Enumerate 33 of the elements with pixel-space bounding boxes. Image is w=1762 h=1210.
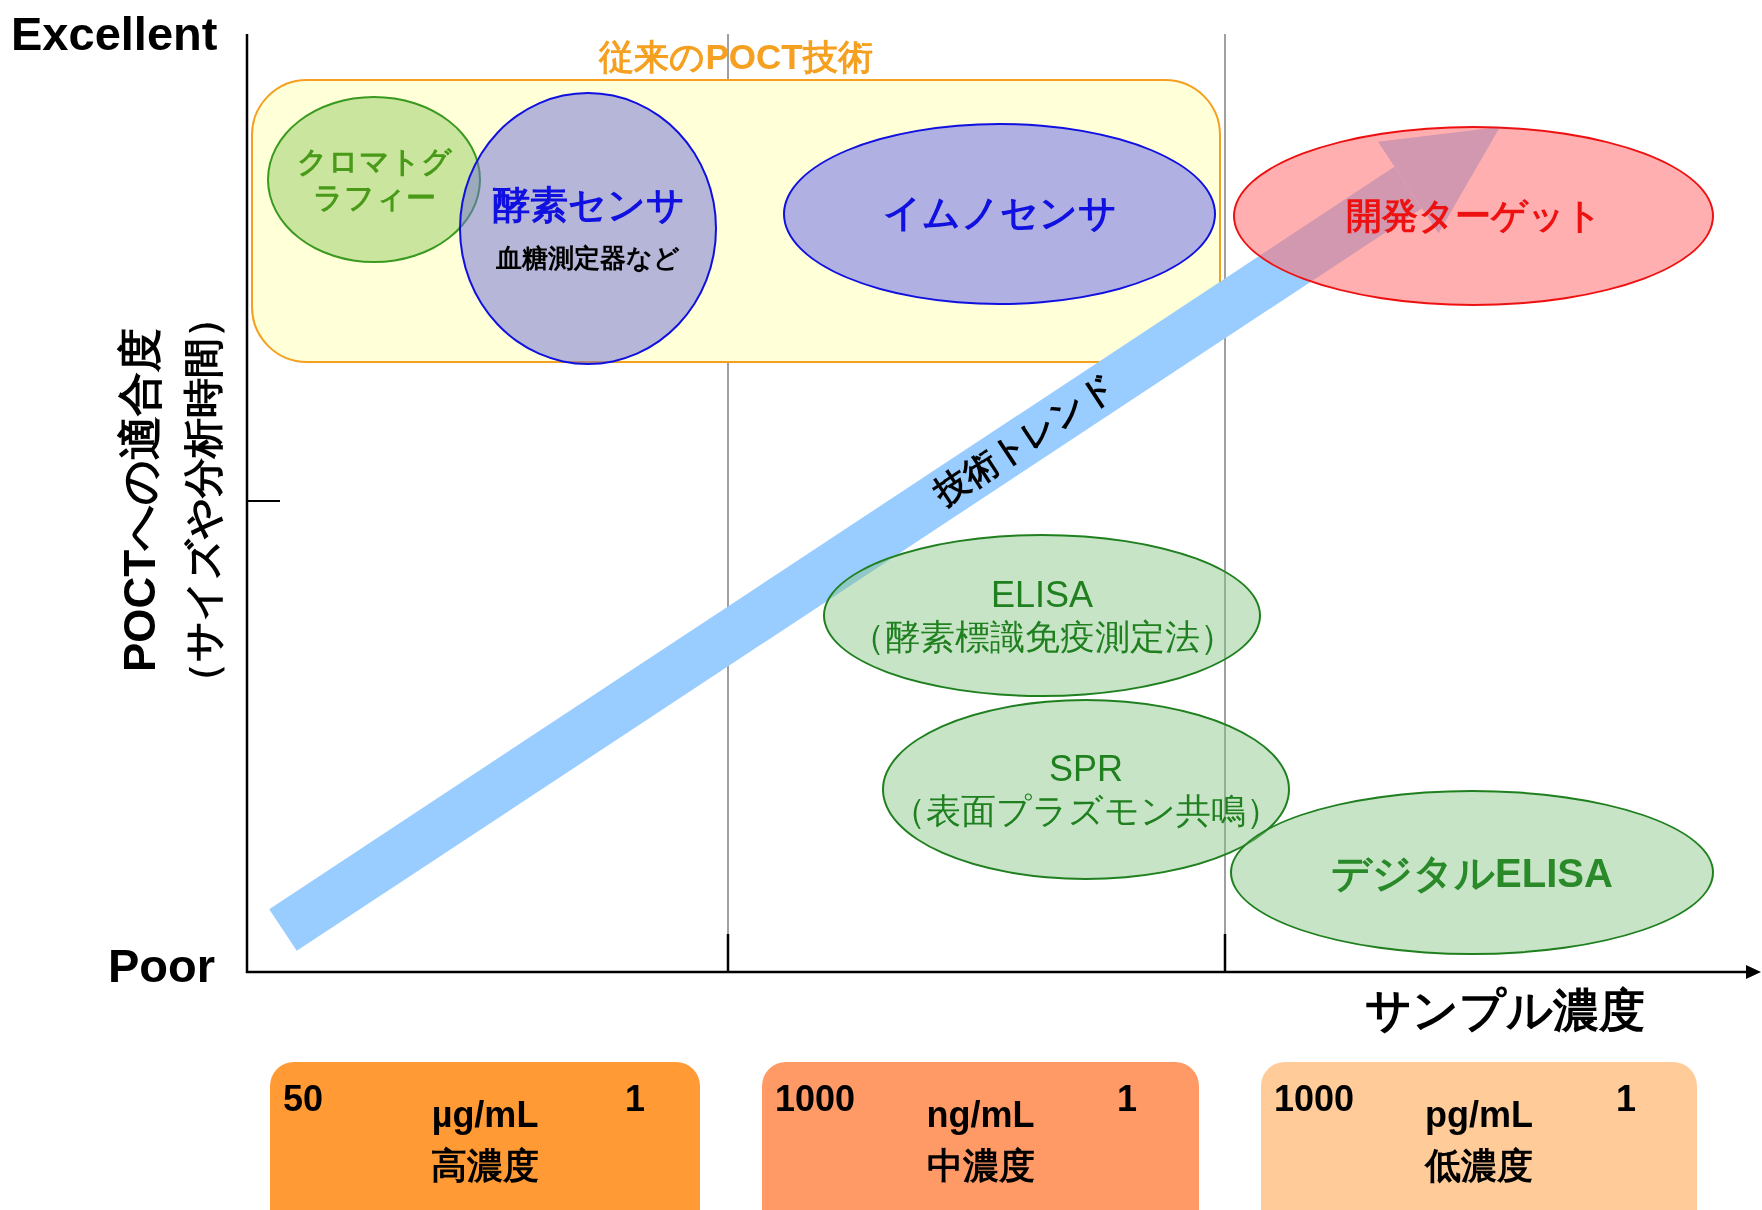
range-label: 中濃度 bbox=[926, 1144, 1035, 1188]
range-value: 1000 bbox=[775, 1078, 856, 1120]
ellipse-label: ELISA bbox=[990, 572, 1094, 617]
axis-title: （サイズや分析時間） bbox=[179, 298, 226, 702]
ellipse-label: SPR bbox=[1049, 746, 1123, 791]
axis-label: Excellent bbox=[11, 6, 218, 61]
ellipse-label: イムノセンサ bbox=[882, 191, 1117, 237]
range-value: 1000 bbox=[1274, 1078, 1355, 1120]
range-value: 1 bbox=[1616, 1078, 1637, 1120]
ellipse-label: デジタルELISA bbox=[1331, 849, 1613, 897]
unit-label: ng/mL bbox=[926, 1094, 1035, 1136]
axis-title: サンプル濃度 bbox=[1365, 983, 1645, 1038]
range-label: 高濃度 bbox=[431, 1144, 539, 1188]
axis-title: POCTへの適合度 bbox=[113, 327, 165, 673]
ellipse-label: 開発ターゲット bbox=[1345, 194, 1602, 238]
range-box bbox=[762, 1062, 1199, 1210]
group-title: 従来のPOCT技術 bbox=[599, 36, 873, 78]
ellipse-label: 酵素センサ bbox=[491, 183, 685, 229]
axis-label: Poor bbox=[108, 938, 216, 993]
range-value: 1 bbox=[1117, 1078, 1138, 1120]
unit-label: µg/mL bbox=[431, 1094, 539, 1136]
ellipse-label: クロマトグラフィー bbox=[295, 143, 453, 216]
ellipse-label: （表面プラズモン共鳴） bbox=[891, 790, 1281, 833]
ellipse-label: （酵素標識免疫測定法） bbox=[849, 616, 1235, 659]
edge-label: 技術トレンド bbox=[926, 365, 1124, 515]
ellipse-label: 血糖測定器など bbox=[496, 242, 680, 274]
range-value: 50 bbox=[283, 1078, 324, 1120]
range-box bbox=[270, 1062, 700, 1210]
trend-arrow bbox=[269, 127, 1500, 951]
range-value: 1 bbox=[625, 1078, 646, 1120]
range-label: 低濃度 bbox=[1425, 1144, 1533, 1188]
unit-label: pg/mL bbox=[1425, 1094, 1533, 1136]
range-box bbox=[1261, 1062, 1697, 1210]
